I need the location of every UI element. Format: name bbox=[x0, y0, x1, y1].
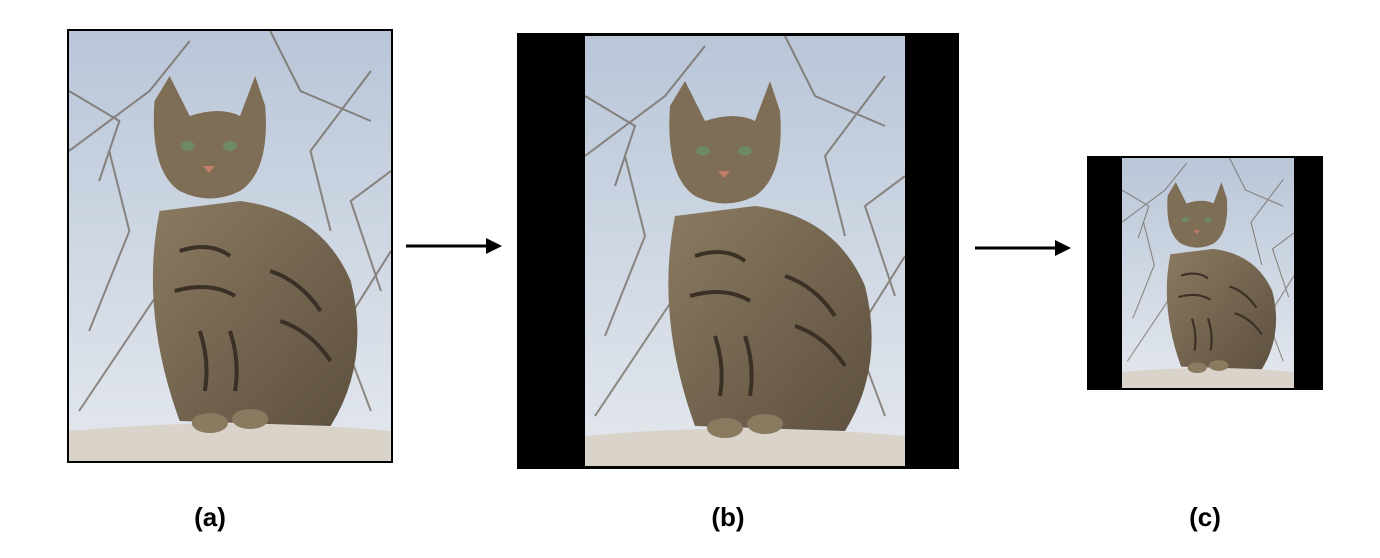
cat-photo-letterboxed bbox=[585, 36, 905, 466]
right-arrow-icon bbox=[406, 238, 502, 254]
panel-label-b: (b) bbox=[711, 502, 745, 532]
cat-photo-letterboxed-resized bbox=[1122, 158, 1294, 388]
panel-a-image bbox=[67, 29, 393, 463]
panel-label-a: (a) bbox=[194, 502, 226, 532]
panel-label-c: (c) bbox=[1189, 502, 1221, 532]
panel-c-image bbox=[1087, 156, 1323, 390]
panel-b-image bbox=[517, 33, 959, 469]
cat-photo bbox=[69, 31, 391, 461]
right-arrow-icon bbox=[975, 240, 1071, 256]
